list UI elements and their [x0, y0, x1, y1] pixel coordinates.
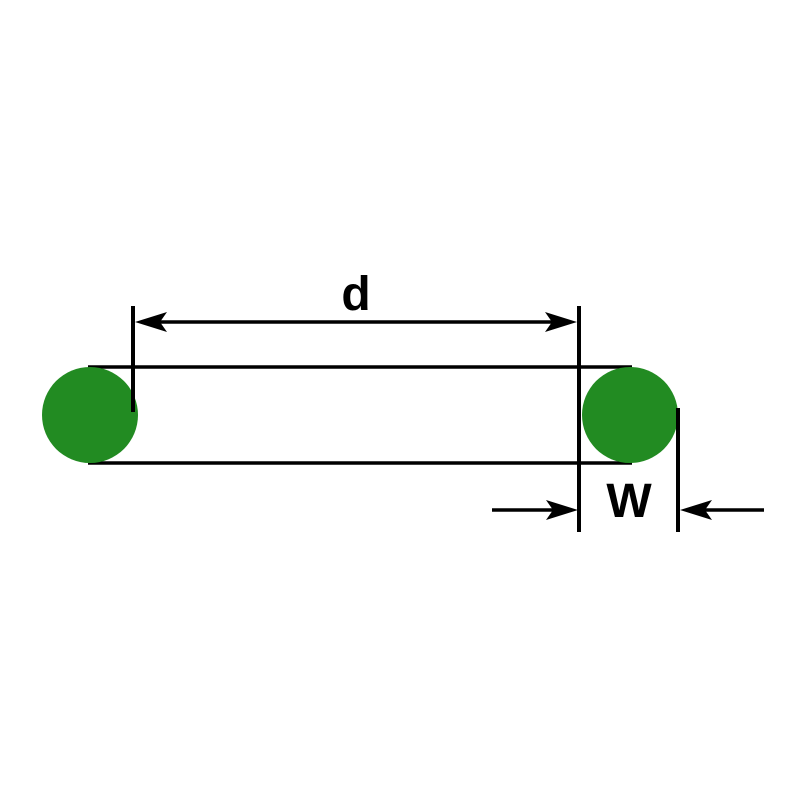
diameter-arrowhead-right-icon	[545, 312, 577, 332]
cross-section-width-label: W	[606, 475, 652, 528]
oring-cross-section-left	[42, 367, 138, 463]
width-arrowhead-right-icon	[680, 500, 712, 520]
oring-cross-section-right	[582, 367, 678, 463]
diameter-arrowhead-left-icon	[135, 312, 167, 332]
width-arrowhead-left-icon	[546, 500, 578, 520]
inner-diameter-label: d	[341, 268, 370, 321]
